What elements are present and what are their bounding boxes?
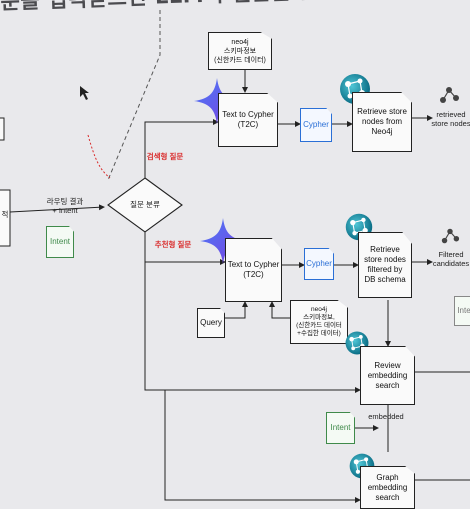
cypher-doc-top[interactable]: Cypher <box>300 108 332 142</box>
intent-doc-bottom[interactable]: Intent <box>326 412 355 444</box>
gemini-sparkle-icon <box>194 78 240 124</box>
graph-search-node[interactable]: Graph embedding search <box>360 466 415 509</box>
t2c-node-top[interactable]: Text to Cypher (T2C) <box>218 93 278 147</box>
left-box-text: 적 <box>1 210 9 219</box>
graph-nodes-icon <box>440 87 459 103</box>
classify-label: 질문 분류 <box>130 200 160 209</box>
review-search-node[interactable]: Review embedding search <box>360 346 415 405</box>
cursor-icon <box>80 86 89 100</box>
filtered-candidates-label: Filtered candidates <box>432 250 470 268</box>
cypher-doc-mid[interactable]: Cypher <box>304 248 334 280</box>
intent-doc[interactable]: Intent <box>46 226 74 258</box>
inte-partial-box: Inte <box>454 296 470 326</box>
search-question-label: 검색형 질문 <box>146 152 184 161</box>
neo4j-schema-doc-top[interactable]: neo4j 스키마정보 (신한카드 데이터) <box>208 32 272 70</box>
gemini-sparkle-icon <box>200 218 246 264</box>
retrieved-nodes-label: retrieved store nodes <box>431 110 470 128</box>
graph-nodes-icon <box>441 228 460 244</box>
red-dotted-curve <box>87 134 111 179</box>
left-partial-box-2 <box>0 189 11 247</box>
neo4j-schema-doc-mid[interactable]: neo4j 스키마정보, (신한카드 데이터 +수집한 데이터) <box>290 300 348 344</box>
dashed-boundary <box>107 10 161 181</box>
recommend-question-label: 추천형 질문 <box>154 240 192 249</box>
retrieve-node-mid[interactable]: Retrieve store nodes filtered by DB sche… <box>358 232 412 298</box>
routing-result-label: 라우팅 결과 + Intent <box>46 197 84 215</box>
left-partial-box <box>0 117 5 141</box>
query-doc[interactable]: Query <box>197 308 225 338</box>
t2c-node-mid[interactable]: Text to Cypher (T2C) <box>225 238 282 302</box>
retrieve-node-top[interactable]: Retrieve store nodes from Neo4j <box>352 92 412 152</box>
embedded-label: embedded <box>368 412 404 421</box>
